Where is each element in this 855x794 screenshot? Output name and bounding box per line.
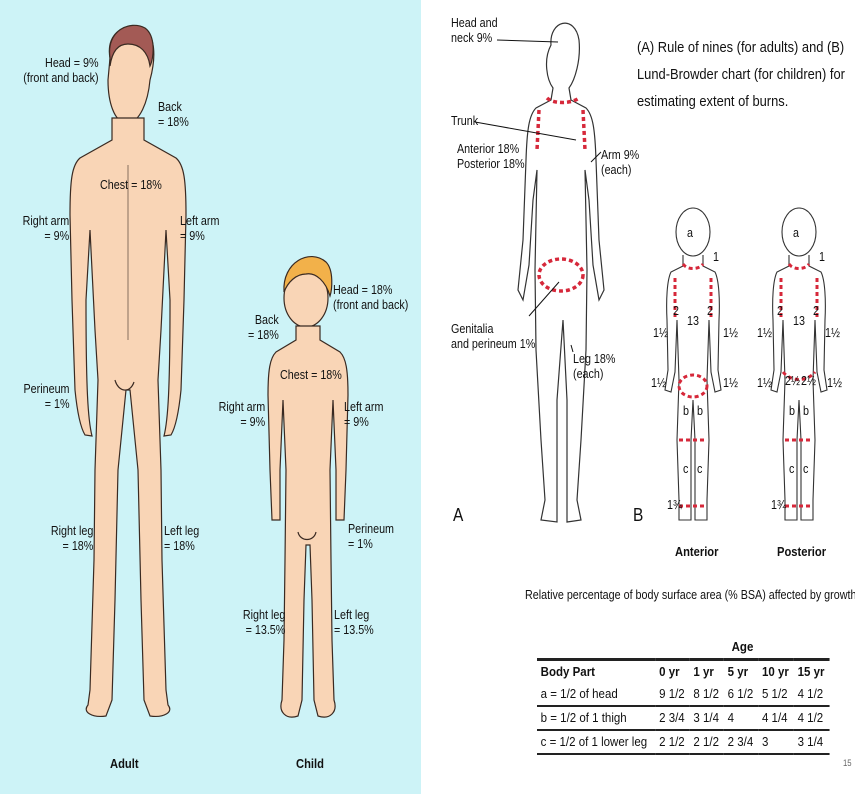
arm-label: Arm 9%(each)	[601, 148, 639, 178]
lund-b-posterior-left: b	[789, 404, 795, 419]
lund-three-quarter-anterior: 1¾	[667, 498, 682, 513]
col-0yr: 0 yr	[655, 660, 689, 684]
adult-perineum-label: Perineum= 1%	[23, 382, 69, 412]
table-cell: a = 1/2 of head	[537, 683, 655, 706]
lund-half-1: 1½	[653, 326, 668, 341]
table-cell: 4 1/2	[794, 683, 830, 706]
adult-right-leg-label: Right leg= 18%	[51, 524, 93, 554]
label-a: A	[453, 508, 463, 523]
adult-head-label: Head = 9%(front and back)	[24, 56, 99, 86]
posterior-label: Posterior	[777, 544, 826, 559]
lund-c-anterior-left: c	[683, 462, 688, 477]
adult-right-arm-label: Right arm= 9%	[22, 214, 69, 244]
lund-half-3: 1½	[757, 326, 772, 341]
lund-2-posterior-right: 2	[813, 304, 819, 319]
lund-2half-posterior-left: 2½	[785, 374, 800, 389]
trunk-label: Trunk	[451, 114, 478, 129]
child-caption: Child	[296, 756, 324, 771]
child-left-arm-label: Left arm= 9%	[344, 400, 383, 430]
adult-back-label: Back= 18%	[158, 100, 189, 130]
lund-c-posterior-right: c	[803, 462, 808, 477]
table-cell: 5 1/2	[758, 683, 794, 706]
child-perineum-label: Perineum= 1%	[348, 522, 394, 552]
table-cell: 4 1/2	[794, 706, 830, 730]
lund-b-posterior-right: b	[803, 404, 809, 419]
table-cell: 6 1/2	[724, 683, 758, 706]
col-10yr: 10 yr	[758, 660, 794, 684]
adult-left-leg-label: Left leg= 18%	[164, 524, 199, 554]
lund-2-anterior-left: 2	[673, 304, 679, 319]
lund-a-anterior: a	[687, 226, 693, 241]
lund-c-posterior-left: c	[789, 462, 794, 477]
table-title: Relative percentage of body surface area…	[525, 588, 855, 603]
table-cell: 3 1/4	[794, 730, 830, 754]
col-1yr: 1 yr	[690, 660, 724, 684]
child-head-label: Head = 18%(front and back)	[333, 283, 408, 313]
col-15yr: 15 yr	[794, 660, 830, 684]
col-5yr: 5 yr	[724, 660, 758, 684]
lund-1-posterior: 1	[819, 250, 825, 265]
lund-half-2: 1½	[723, 326, 738, 341]
child-back-label: Back= 18%	[248, 313, 279, 343]
lund-half-7: 1½	[757, 376, 772, 391]
lund-three-quarter-posterior: 1¾	[771, 498, 786, 513]
table-cell: b = 1/2 of 1 thigh	[537, 706, 655, 730]
figure-a-burn-lines	[537, 98, 585, 291]
col-body-part: Body Part	[537, 660, 655, 684]
lund-1-anterior: 1	[713, 250, 719, 265]
trunk-percent-label: Anterior 18%Posterior 18%	[457, 142, 525, 172]
lund-13-posterior: 13	[793, 314, 805, 329]
lund-b-anterior-left: b	[683, 404, 689, 419]
lund-13-anterior: 13	[687, 314, 699, 329]
table-cell: 3 1/4	[690, 706, 724, 730]
adult-left-arm-label: Left arm= 9%	[180, 214, 219, 244]
leg-label: Leg 18%(each)	[573, 352, 615, 382]
adult-chest-label: Chest = 18%	[100, 178, 162, 193]
adult-caption: Adult	[110, 756, 139, 771]
lund-2-posterior-left: 2	[777, 304, 783, 319]
table-cell: 8 1/2	[690, 683, 724, 706]
table-cell: 3	[758, 730, 794, 754]
table-cell: 2 1/2	[690, 730, 724, 754]
child-left-leg-label: Left leg= 13.5%	[334, 608, 374, 638]
table-cell: 4 1/4	[758, 706, 794, 730]
lund-2half-posterior-right: 2½	[801, 374, 816, 389]
child-figure	[268, 257, 348, 717]
page-number: 15	[843, 756, 852, 771]
rule-of-nines-illustration: Head = 9%(front and back) Back= 18% Ches…	[0, 0, 421, 794]
child-right-arm-label: Right arm= 9%	[218, 400, 265, 430]
table-cell: 4	[724, 706, 758, 730]
table-cell: 9 1/2	[655, 683, 689, 706]
growth-table: Age Body Part 0 yr 1 yr 5 yr 10 yr 15 yr…	[537, 636, 830, 755]
table-cell: 2 3/4	[724, 730, 758, 754]
lund-b-anterior-right: b	[697, 404, 703, 419]
lund-2-anterior-right: 2	[707, 304, 713, 319]
lund-half-8: 1½	[827, 376, 842, 391]
child-right-leg-label: Right leg= 13.5%	[243, 608, 285, 638]
caption: (A) Rule of nines (for adults) and (B) L…	[637, 34, 852, 115]
child-chest-label: Chest = 18%	[280, 368, 342, 383]
label-b: B	[633, 508, 643, 523]
figure-a-leader-lines	[475, 40, 601, 352]
lund-a-posterior: a	[793, 226, 799, 241]
lund-half-6: 1½	[723, 376, 738, 391]
lund-c-anterior-right: c	[697, 462, 702, 477]
age-header: Age	[655, 636, 829, 660]
lund-half-4: 1½	[825, 326, 840, 341]
lund-half-5: 1½	[651, 376, 666, 391]
anterior-label: Anterior	[675, 544, 718, 559]
table-cell: 2 1/2	[655, 730, 689, 754]
table-cell: c = 1/2 of 1 lower leg	[537, 730, 655, 754]
figure-a	[518, 23, 604, 522]
table-cell: 2 3/4	[655, 706, 689, 730]
